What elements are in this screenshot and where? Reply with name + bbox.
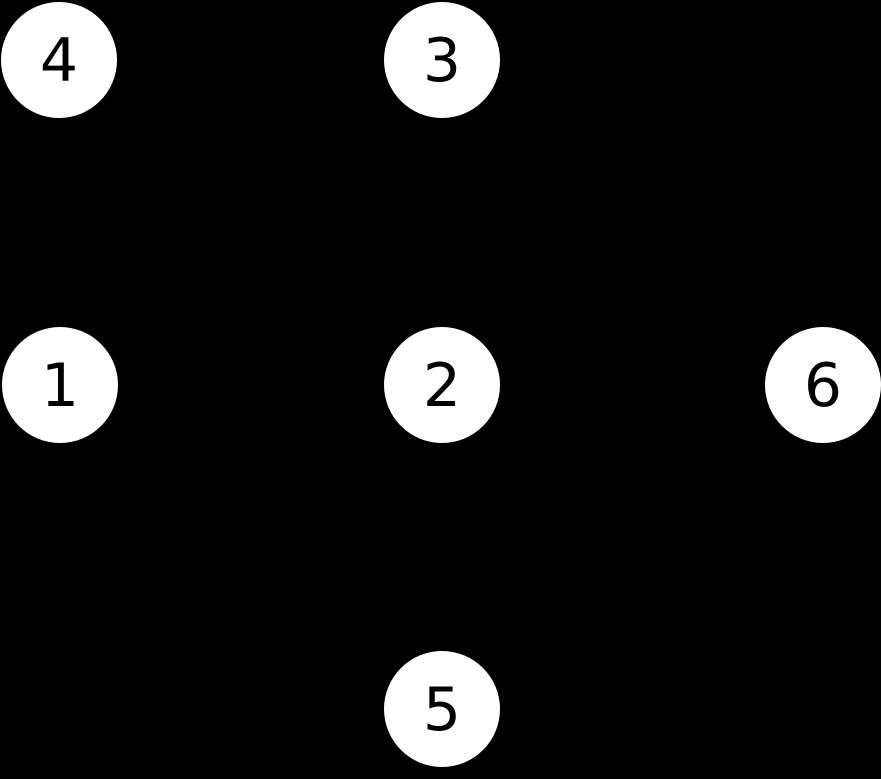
node-1-circle[interactable] (2, 327, 118, 443)
graph-node-5[interactable]: 5 (384, 651, 500, 767)
graph-node-2[interactable]: 2 (384, 327, 500, 443)
node-2-circle[interactable] (384, 327, 500, 443)
graph-edge-1-5 (59, 383, 443, 711)
graph-node-4[interactable]: 4 (1, 2, 117, 118)
node-6-circle[interactable] (765, 327, 881, 443)
node-5-circle[interactable] (384, 651, 500, 767)
node-3-circle[interactable] (384, 2, 500, 118)
graph-node-6[interactable]: 6 (765, 327, 881, 443)
graph-node-1[interactable]: 1 (2, 327, 118, 443)
graph-node-3[interactable]: 3 (384, 2, 500, 118)
node-4-circle[interactable] (1, 2, 117, 118)
